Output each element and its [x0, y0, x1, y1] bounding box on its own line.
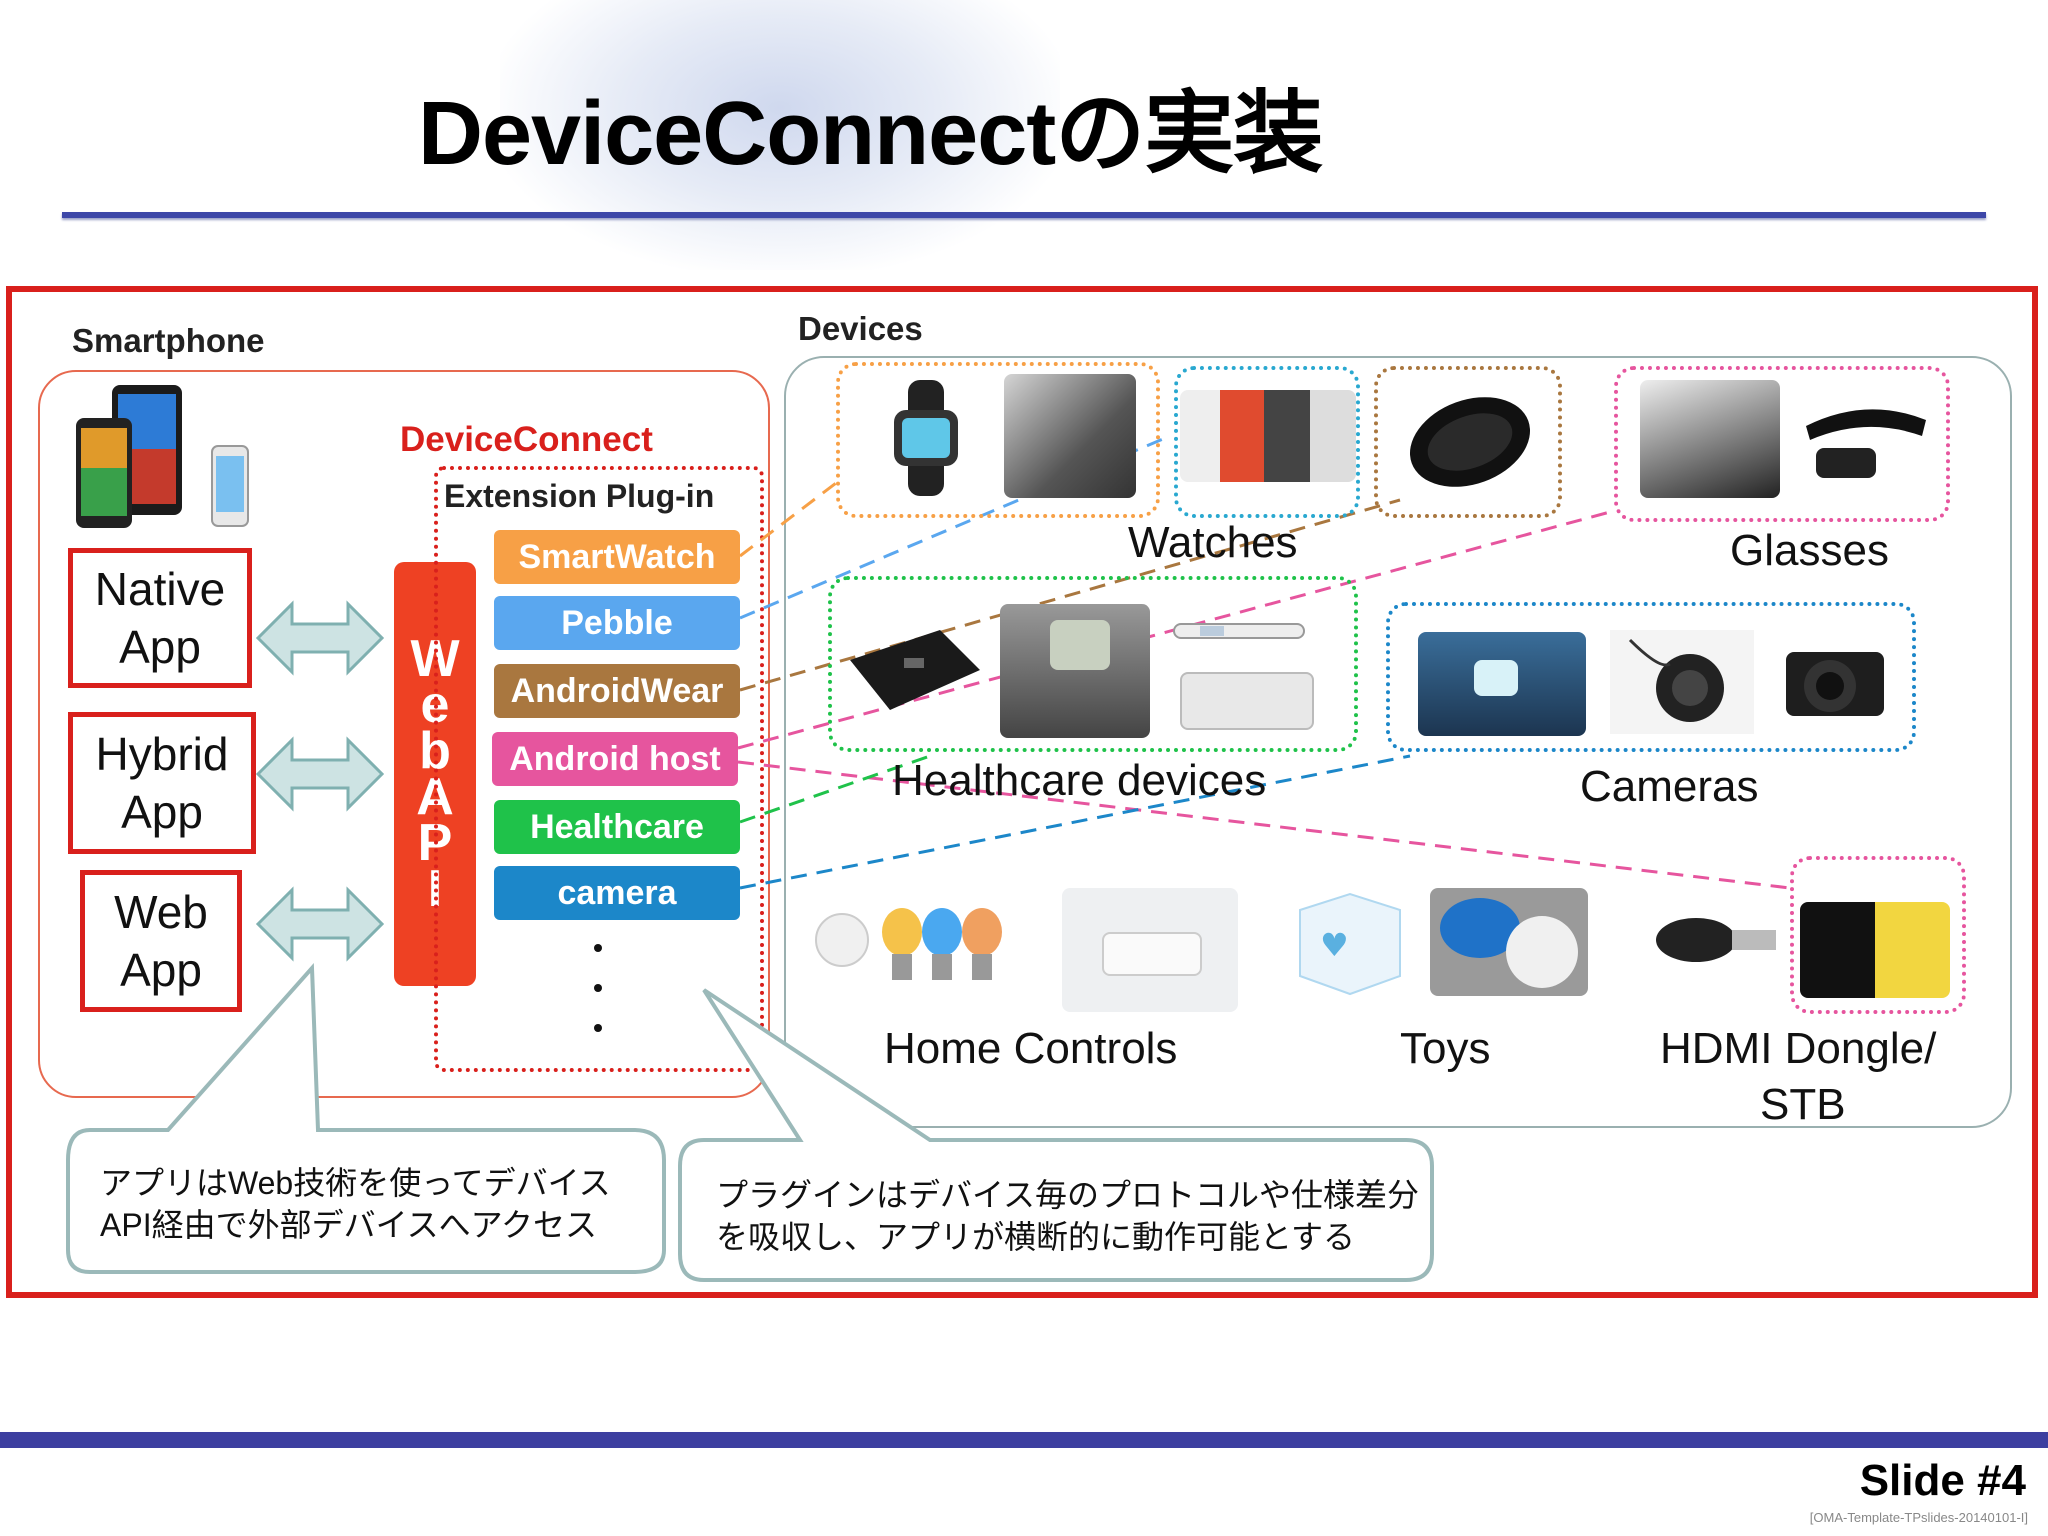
cameras-group: [1386, 602, 1916, 752]
androidwear-group: [1374, 366, 1562, 518]
healthcare-group: [828, 576, 1358, 752]
watches-label: Watches: [1128, 518, 1298, 567]
home-controls-label: Home Controls: [884, 1024, 1178, 1073]
androidwear-watch-icon: [1409, 397, 1531, 487]
watch-icon: [894, 380, 958, 496]
cameras-label: Cameras: [1580, 762, 1759, 811]
plugin-healthcare: Healthcare: [494, 800, 740, 854]
glasses-group: [1614, 366, 1950, 522]
smart-bulbs-icon: [815, 908, 1002, 980]
chromecast-icon: [1656, 918, 1776, 962]
deviceconnect-label: DeviceConnect: [400, 420, 653, 459]
native-app-line1: Native: [94, 563, 226, 615]
bridge-device-icon: [1102, 932, 1202, 976]
slide-number: Slide #4: [1859, 1456, 2026, 1505]
plugin-pebble: Pebble: [494, 596, 740, 650]
callout-left-line1: アプリはWeb技術を使ってデバイス: [100, 1165, 611, 1201]
callout-left: アプリはWeb技術を使ってデバイス API経由で外部デバイスへアクセス: [100, 1162, 611, 1246]
smartphone-label: Smartphone: [72, 322, 265, 359]
title-rule: [62, 212, 1986, 218]
native-app-line2: App: [119, 621, 201, 673]
callout-right: プラグインはデバイス毎のプロトコルや仕様差分 を吸収し、アプリが横断的に動作可能…: [716, 1174, 1419, 1258]
smartwatch-group: [836, 362, 1160, 518]
smart-glasses-icon: [1806, 409, 1926, 478]
template-id: [OMA-Template-TPslides-20140101-I]: [1809, 1510, 2028, 1525]
hdmi-group: [1790, 856, 1966, 1014]
healthcare-label: Healthcare devices: [892, 756, 1267, 805]
smart-glasses-icon: [1640, 380, 1780, 498]
plugin-camera: camera: [494, 866, 740, 920]
lens-camera-icon: [1610, 630, 1754, 734]
svg-text:♥: ♥: [1320, 926, 1349, 964]
glasses-label: Glasses: [1730, 526, 1889, 575]
mirrorless-camera-icon: [1786, 652, 1884, 716]
scale-icon: [850, 630, 980, 710]
hybrid-arrow-icon: [256, 736, 384, 812]
devices-label: Devices: [798, 310, 923, 347]
extension-plugin-title: Extension Plug-in: [444, 478, 715, 514]
web-app-line2: App: [120, 944, 202, 996]
callout-left-line2: API経由で外部デバイスへアクセス: [100, 1207, 598, 1243]
thermometer-icon: [1173, 623, 1305, 639]
cube-toy-icon: ♥: [1299, 892, 1401, 996]
diagram-frame: [6, 286, 2038, 1298]
title-glow: [500, 0, 1060, 270]
web-app-line1: Web: [114, 886, 208, 938]
callout-right-line2: を吸収し、アプリが横断的に動作可能とする: [716, 1219, 1356, 1255]
plugin-smartwatch: SmartWatch: [494, 530, 740, 584]
toys-label: Toys: [1400, 1024, 1491, 1073]
monitor-display-icon: [1050, 620, 1110, 670]
stb-device-icon: [1800, 902, 1950, 998]
plugin-android-host: Android host: [492, 732, 738, 786]
pedometer-icon: [1180, 672, 1314, 730]
hdmi-label-line1: HDMI Dongle/: [1660, 1024, 1937, 1073]
native-arrow-icon: [256, 600, 384, 676]
sphero-ball-icon: [1440, 898, 1578, 988]
footer-bar: [0, 1432, 2048, 1448]
ellipsis-dot: [594, 1024, 602, 1032]
hdmi-label-line2: STB: [1760, 1080, 1846, 1129]
watch-icon: [1004, 374, 1136, 498]
ellipsis-dot: [594, 984, 602, 992]
web-arrow-icon: [256, 886, 384, 962]
pebble-group: [1174, 366, 1360, 518]
slide-title: DeviceConnectの実装: [418, 84, 1323, 184]
hybrid-app-line2: App: [121, 786, 203, 838]
phones-icon: [76, 385, 249, 528]
hybrid-app-line1: Hybrid: [95, 728, 229, 780]
pebble-watches-icon: [1180, 390, 1356, 482]
ellipsis-dot: [594, 944, 602, 952]
plugin-androidwear: AndroidWear: [494, 664, 740, 718]
callout-right-line1: プラグインはデバイス毎のプロトコルや仕様差分: [716, 1177, 1420, 1213]
action-camera-screen-icon: [1474, 660, 1518, 696]
